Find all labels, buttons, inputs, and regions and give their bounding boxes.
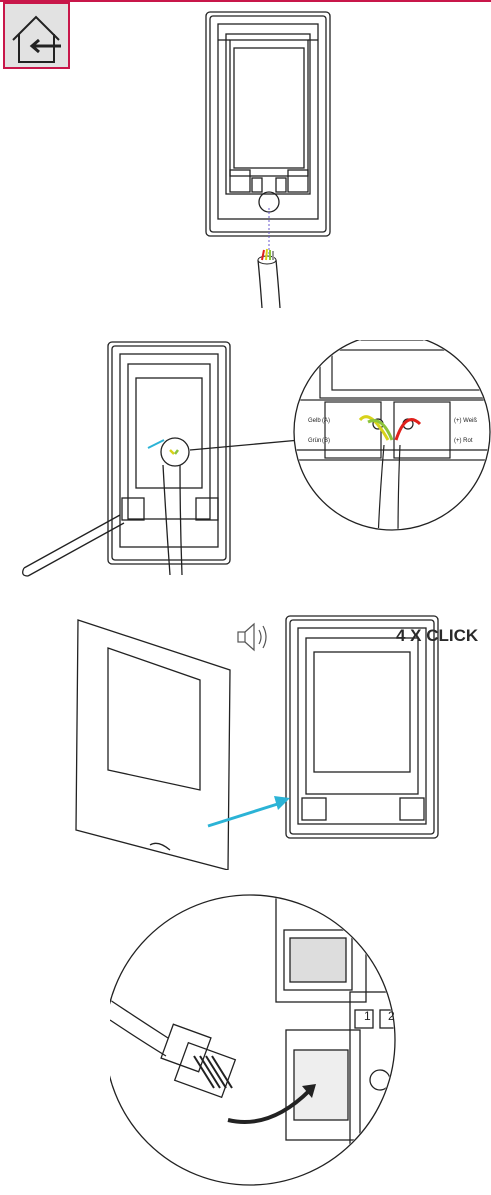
label-weiss: (+) Weiß xyxy=(454,418,477,424)
svg-text:2: 2 xyxy=(388,1009,395,1023)
label-b: (B) xyxy=(322,438,330,444)
step1-illustration xyxy=(205,11,331,309)
step4-illustration: 1 2 xyxy=(110,894,396,1186)
label-gelb: Gelb xyxy=(308,418,321,424)
label-a: (A) xyxy=(322,418,330,424)
speaker-icon xyxy=(237,622,267,652)
click-count-label: 4 X CLICK xyxy=(396,626,479,645)
step2-illustration: Gelb (A) Grün (B) (+) Weiß (+) Rot xyxy=(22,340,491,577)
home-back-icon xyxy=(12,15,61,63)
svg-text:1: 1 xyxy=(364,1009,371,1023)
label-gruen: Grün xyxy=(308,438,321,444)
step3-illustration xyxy=(75,615,439,870)
label-rot: (+) Rot xyxy=(454,438,473,444)
home-back-button[interactable] xyxy=(3,2,70,69)
